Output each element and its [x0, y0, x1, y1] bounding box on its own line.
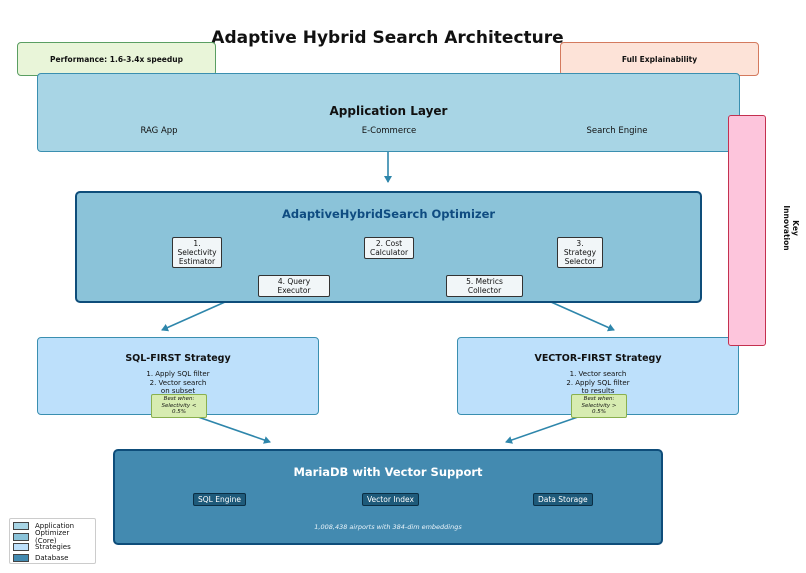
app-item-rag: RAG App [140, 126, 178, 136]
performance-badge: Performance: 1.6-3.4x speedup [17, 42, 216, 76]
app-item-ecommerce: E-Commerce [361, 126, 417, 136]
vector-first-steps: 1. Vector search 2. Apply SQL filter to … [566, 370, 630, 395]
arrow-optimizer-to-vector-first [541, 297, 615, 332]
sql-first-title: SQL-FIRST Strategy [125, 353, 231, 364]
arrow-optimizer-to-sql-first [161, 297, 235, 332]
sql-first-best-when: Best when: Selectivity < 0.5% [151, 394, 207, 418]
explainability-badge: Full Explainability [560, 42, 759, 76]
cost-calculator: 2. Cost Calculator [364, 237, 414, 259]
database-box: MariaDB with Vector Support SQL Engine V… [113, 449, 663, 545]
key-innovation-bar [728, 115, 766, 346]
sql-first-strategy-box: SQL-FIRST Strategy 1. Apply SQL filter 2… [37, 337, 319, 418]
diagram-title: Adaptive Hybrid Search Architecture [211, 28, 564, 48]
key-innovation-label: Key Innovation [782, 205, 800, 251]
legend-item-application: Application [13, 521, 92, 532]
application-layer-box: Application Layer RAG App E-Commerce Sea… [37, 73, 740, 152]
selectivity-estimator: 1. Selectivity Estimator [172, 237, 222, 268]
legend-label-strategies: Strategies [35, 543, 71, 552]
db-vector-index: Vector Index [362, 493, 419, 506]
metrics-collector: 5. Metrics Collector [446, 275, 523, 297]
db-sql-engine: SQL Engine [193, 493, 246, 506]
legend-item-optimizer: Optimizer (Core) [13, 528, 92, 545]
sql-first-steps: 1. Apply SQL filter 2. Vector search on … [146, 370, 210, 395]
legend-swatch-database [13, 553, 29, 562]
query-executor: 4. Query Executor [258, 275, 330, 297]
vector-first-title: VECTOR-FIRST Strategy [534, 353, 662, 364]
legend: Application Optimizer (Core) Strategies … [9, 518, 96, 564]
legend-item-database: Database [13, 553, 92, 564]
vector-first-strategy-box: VECTOR-FIRST Strategy 1. Vector search 2… [457, 337, 739, 418]
application-layer-title: Application Layer [329, 104, 448, 118]
legend-swatch-application [13, 522, 29, 531]
legend-item-strategies: Strategies [13, 542, 92, 553]
strategy-selector: 3. Strategy Selector [557, 237, 603, 268]
legend-label-application: Application [35, 522, 75, 531]
optimizer-title: AdaptiveHybridSearch Optimizer [281, 207, 496, 221]
app-item-search-engine: Search Engine [586, 126, 648, 136]
db-data-storage: Data Storage [533, 493, 593, 506]
legend-label-database: Database [35, 553, 69, 562]
database-title: MariaDB with Vector Support [293, 465, 483, 479]
explainability-badge-label: Full Explainability [621, 54, 698, 64]
performance-badge-label: Performance: 1.6-3.4x speedup [50, 54, 183, 64]
optimizer-box: AdaptiveHybridSearch Optimizer 1. Select… [75, 191, 702, 303]
legend-label-optimizer: Optimizer (Core) [35, 528, 70, 545]
database-note: 1,008,438 airports with 384-dim embeddin… [314, 523, 462, 531]
legend-swatch-optimizer [13, 532, 29, 541]
legend-swatch-strategies [13, 543, 29, 552]
vector-first-best-when: Best when: Selectivity > 0.5% [571, 394, 627, 418]
